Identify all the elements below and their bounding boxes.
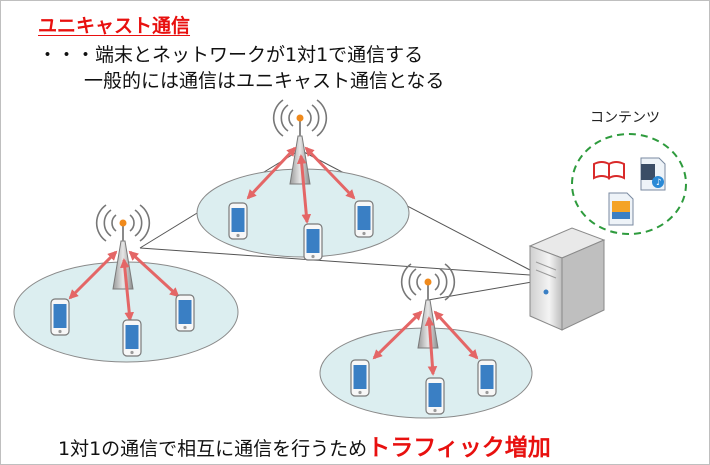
footer-caption: 1対1の通信で相互に通信を行うためトラフィック増加 — [58, 428, 551, 462]
smartphone-icon — [354, 200, 374, 238]
smartphone-icon — [122, 319, 142, 357]
description-line-1: ・・・端末とネットワークが1対1で通信する — [38, 44, 424, 66]
traffic-arrow — [433, 310, 479, 360]
smartphone-icon — [50, 298, 70, 336]
smartphone-icon — [175, 294, 195, 332]
traffic-arrow — [68, 250, 118, 300]
description-line-2: 一般的には通信はユニキャスト通信となる — [84, 70, 445, 92]
traffic-arrow — [128, 250, 180, 298]
smartphone-icon — [303, 223, 323, 261]
smartphone-icon — [477, 359, 497, 397]
traffic-arrow — [246, 146, 297, 200]
network-link — [427, 281, 533, 301]
smartphone-icon — [425, 377, 445, 415]
traffic-arrow — [296, 154, 312, 224]
contents-label: コンテンツ — [590, 110, 660, 126]
music-file-icon: ♪ — [640, 157, 666, 191]
footer-highlight: トラフィック増加 — [367, 435, 551, 461]
svg-text:♪: ♪ — [656, 178, 662, 188]
traffic-arrow — [304, 146, 356, 200]
book-icon — [593, 161, 625, 180]
traffic-arrow — [119, 258, 135, 322]
traffic-arrow — [424, 316, 438, 376]
page-title: ユニキャスト通信 — [38, 15, 191, 37]
image-file-icon — [608, 192, 634, 226]
traffic-arrow — [372, 310, 423, 360]
network-link — [139, 247, 531, 276]
smartphone-icon — [350, 359, 370, 397]
server-icon — [528, 227, 606, 331]
smartphone-icon — [228, 202, 248, 240]
footer-text: 1対1の通信で相互に通信を行うため — [58, 438, 368, 460]
